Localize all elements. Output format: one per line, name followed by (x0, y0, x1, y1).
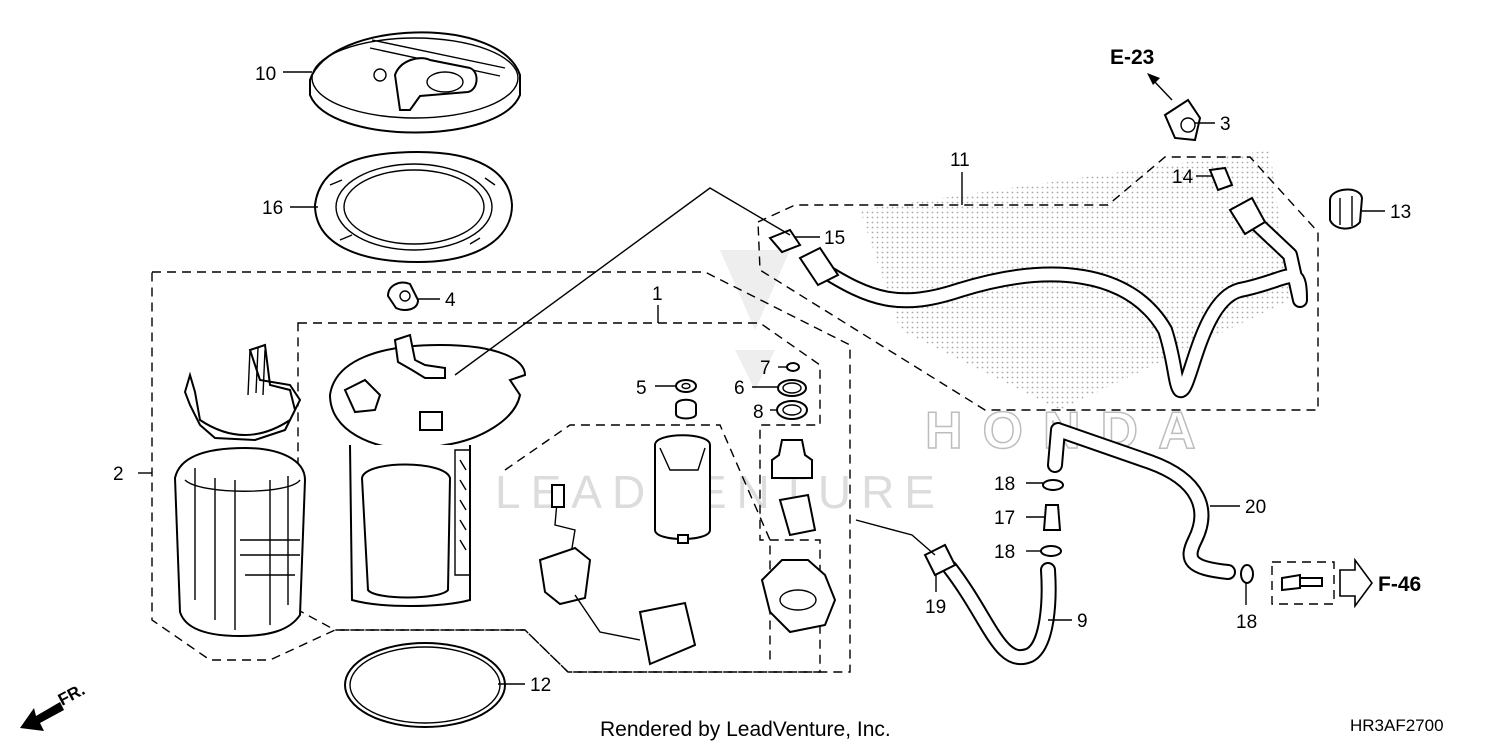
pressure-regulator (771, 439, 817, 537)
part-13-cap (1329, 188, 1364, 230)
part-14-clip (1208, 166, 1234, 192)
part-1-pump-assembly (328, 333, 527, 607)
callouts: 10 16 4 2 1 5 7 6 8 12 11 15 3 14 13 18 … (113, 64, 1411, 696)
part-15-clip (768, 228, 802, 254)
footer-credit: Rendered by LeadVenture, Inc. (600, 718, 891, 741)
callout-13: 13 (1390, 202, 1411, 223)
callout-7: 7 (760, 358, 771, 379)
filter-holder (760, 559, 837, 634)
callout-2: 2 (113, 464, 124, 485)
callout-15: 15 (824, 228, 845, 249)
watermark-overlay: LEADVENTURE (495, 466, 945, 518)
callout-6: 6 (734, 378, 745, 399)
part-16-ring (313, 150, 514, 264)
callout-5: 5 (636, 378, 647, 399)
outline-fitting-f46 (1271, 561, 1335, 605)
part-2-canister (173, 343, 307, 638)
front-direction-indicator: FR. (20, 680, 88, 731)
part-20-hose (1047, 422, 1236, 580)
fitting-f46 (1281, 573, 1323, 592)
watermark-emblem (720, 250, 790, 390)
callout-8: 8 (753, 402, 764, 423)
part-12-large-oring (344, 642, 506, 728)
part-17-joint (1042, 504, 1062, 531)
callout-3: 3 (1220, 114, 1231, 135)
callout-14: 14 (1172, 167, 1194, 188)
leader-lines (138, 71, 1385, 685)
callout-4: 4 (445, 290, 456, 311)
part-9-hose (942, 560, 1057, 665)
part-10-cover (309, 31, 521, 134)
outline-hose-11 (757, 156, 1319, 411)
f46-arrow-icon (1339, 557, 1373, 609)
part-18-clamp-middle (1040, 545, 1062, 557)
fuel-pump-motor (654, 434, 711, 544)
part-7-oring (786, 362, 800, 372)
part-11-fuel-hose (798, 196, 1308, 399)
callout-18a: 18 (994, 474, 1015, 495)
part-18-clamp-upper (1042, 479, 1064, 491)
callout-10: 10 (255, 64, 276, 85)
part-8-oring (776, 400, 808, 420)
callout-19: 19 (925, 597, 946, 618)
part-6-oring (777, 379, 807, 397)
front-arrow-icon (20, 702, 64, 731)
part-3-clip (1163, 98, 1202, 142)
e23-arrowhead (1147, 73, 1160, 85)
outline-sub-gauge (504, 424, 771, 660)
callout-1: 1 (652, 284, 663, 305)
callout-20: 20 (1245, 497, 1266, 518)
callout-12: 12 (530, 675, 551, 696)
callout-18b: 18 (994, 542, 1015, 563)
callout-11: 11 (950, 150, 970, 171)
part-5-seal (675, 379, 697, 420)
group-outlines (151, 156, 1335, 673)
callout-9: 9 (1077, 611, 1088, 632)
reference-f46[interactable]: F-46 (1339, 557, 1421, 609)
outline-assembly-1 (297, 322, 821, 673)
callout-17: 17 (994, 508, 1015, 529)
svg-text:E-23: E-23 (1110, 46, 1154, 69)
outline-assembly-2 (151, 271, 851, 673)
part-18-clamp-right (1240, 564, 1254, 584)
reference-e23[interactable]: E-23 (1110, 46, 1154, 69)
callout-18c: 18 (1236, 612, 1257, 633)
callout-16: 16 (262, 198, 283, 219)
fuel-level-gauge (538, 484, 697, 666)
diagram-code: HR3AF2700 (1350, 716, 1444, 735)
part-4-grommet (386, 281, 420, 311)
svg-text:F-46: F-46 (1378, 573, 1421, 596)
